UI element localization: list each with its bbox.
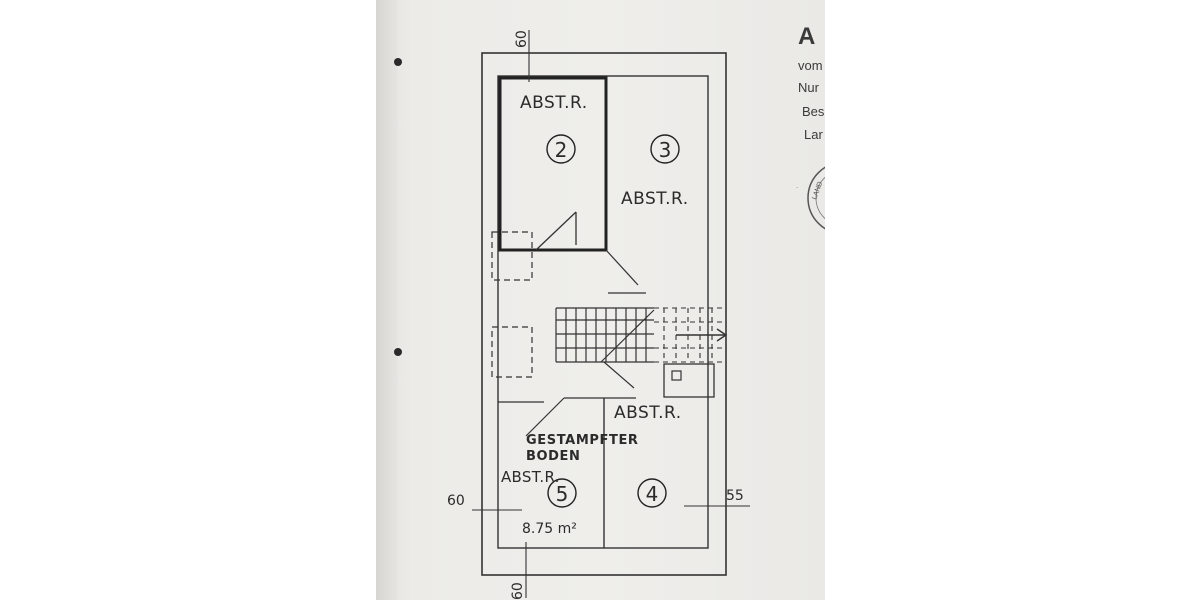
room-5-area: 8.75 m² [522, 521, 577, 537]
room-5-number: 5 [556, 482, 569, 506]
stamp-mark: · [796, 184, 798, 192]
room-5-circle [547, 478, 577, 508]
wall-line [603, 361, 635, 389]
inner-wall [497, 75, 709, 549]
dashed-box-lower [491, 326, 533, 378]
room-2-frame [498, 76, 608, 252]
room-3-label: ABST.R. [621, 189, 689, 209]
room-2-label: ABST.R. [520, 93, 588, 113]
binder-hole [394, 348, 402, 356]
room-4-number: 4 [646, 482, 659, 506]
stair-direction-arrow [676, 328, 728, 342]
sidebar-line-4: Lar [804, 127, 823, 142]
official-stamp: LAND [807, 166, 825, 230]
outer-wall [481, 52, 727, 576]
chimney-flue [671, 370, 682, 381]
dimension-top: 60 [514, 30, 530, 48]
dimension-left: 60 [447, 493, 465, 509]
dimension-right: 55 [726, 488, 744, 504]
staircase [555, 307, 655, 363]
binder-hole [394, 58, 402, 66]
dimension-bottom: 60 [510, 582, 526, 600]
sidebar-line-1: vom [798, 58, 823, 73]
sidebar-line-3: Bes [802, 104, 825, 119]
room-2-circle [546, 134, 576, 164]
diagonal-line [535, 211, 577, 251]
floor-plan-drawing: 2 3 4 5 ABST.R. ABST.R. ABST.R. ABST.R. … [394, 23, 825, 600]
dashed-box-upper [491, 231, 533, 281]
stamp-text: LAND [811, 181, 824, 201]
room-4-label: ABST.R. [614, 403, 682, 423]
room-2-number: 2 [555, 138, 568, 162]
floor-plan-photo: 2 3 4 5 ABST.R. ABST.R. ABST.R. ABST.R. … [376, 0, 825, 600]
room-3-number: 3 [659, 138, 672, 162]
room-3-circle [650, 134, 680, 164]
wall-line [605, 249, 639, 286]
room-5-label: ABST.R. [501, 468, 560, 486]
floor-note-line2: BODEN [526, 449, 581, 464]
page-edge [376, 0, 398, 600]
wall-line [525, 397, 565, 437]
chimney-box [663, 363, 715, 398]
sidebar-line-2: Nur [798, 80, 820, 95]
room-4-circle [637, 478, 667, 508]
floor-note-line1: GESTAMPFTER [526, 433, 639, 448]
sidebar-heading: A [798, 23, 815, 50]
